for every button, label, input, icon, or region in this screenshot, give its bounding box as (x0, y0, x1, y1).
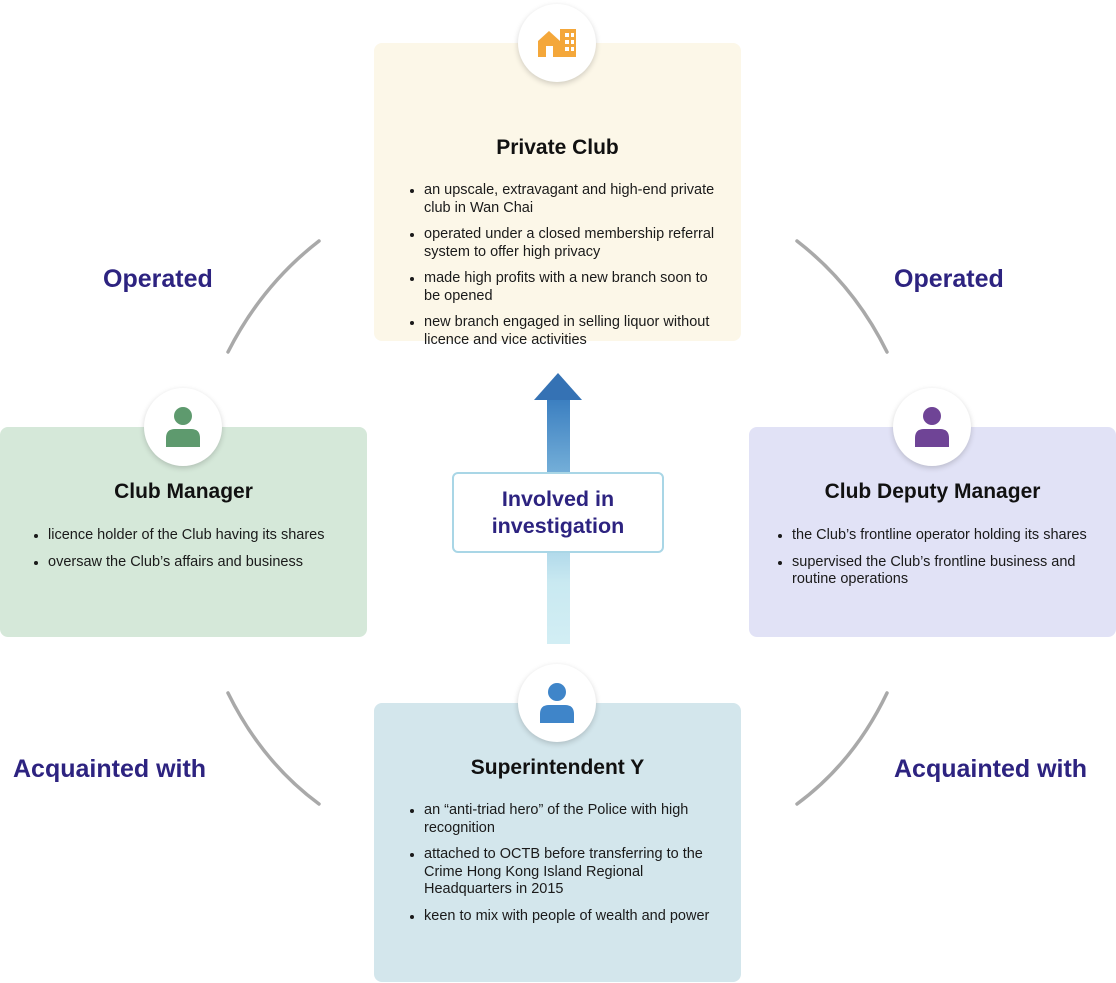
arrow-up-icon (534, 373, 582, 400)
person-icon (540, 683, 574, 723)
relation-label-acquainted-right: Acquainted with (894, 755, 1088, 783)
superintendent-y-badge (518, 664, 596, 742)
private-club-title: Private Club (496, 136, 619, 159)
private-club-point: made high profits with a new branch soon… (408, 270, 718, 305)
club-deputy-manager-point: supervised the Club’s frontline business… (776, 554, 1098, 589)
arc-top-left (226, 239, 321, 354)
club-deputy-manager-badge (893, 388, 971, 466)
superintendent-y-card: Superintendent Y an “anti-triad hero” of… (374, 703, 741, 982)
superintendent-y-point: an “anti-triad hero” of the Police with … (408, 802, 720, 837)
relation-label-operated-left: Operated (103, 265, 213, 293)
superintendent-y-point: keen to mix with people of wealth and po… (408, 908, 720, 926)
club-deputy-manager-point: the Club’s frontline operator holding it… (776, 527, 1098, 545)
club-manager-badge (144, 388, 222, 466)
superintendent-y-point: attached to OCTB before transferring to … (408, 846, 720, 899)
arc-top-right (795, 239, 889, 354)
relation-label-acquainted-left: Acquainted with (13, 755, 207, 783)
involved-in-investigation-label: Involved in investigation (491, 486, 625, 538)
private-club-card: Private Club an upscale, extravagant and… (374, 43, 741, 348)
involved-in-investigation-box: Involved in investigation (452, 472, 664, 553)
superintendent-y-points: an “anti-triad hero” of the Police with … (408, 802, 720, 934)
club-manager-card: Club Manager licence holder of the Club … (0, 427, 367, 637)
private-club-point: operated under a closed membership refer… (408, 226, 718, 261)
club-manager-point: oversaw the Club’s affairs and business (32, 554, 352, 572)
arc-bottom-right (795, 691, 889, 806)
person-icon (915, 407, 949, 447)
private-club-point: new branch engaged in selling liquor wit… (408, 314, 718, 349)
private-club-points: an upscale, extravagant and high-end pri… (408, 182, 718, 358)
club-manager-points: licence holder of the Club having its sh… (32, 527, 352, 580)
club-manager-point: licence holder of the Club having its sh… (32, 527, 352, 545)
private-club-point: an upscale, extravagant and high-end pri… (408, 182, 718, 217)
arc-bottom-left (226, 691, 321, 806)
building-icon-badge (518, 4, 596, 82)
relation-label-operated-right: Operated (894, 265, 1004, 293)
superintendent-y-title: Superintendent Y (470, 756, 645, 779)
club-deputy-manager-title: Club Deputy Manager (824, 480, 1041, 503)
club-manager-title: Club Manager (114, 480, 253, 503)
building-icon (538, 29, 576, 57)
person-icon (166, 407, 200, 447)
club-deputy-manager-points: the Club’s frontline operator holding it… (776, 527, 1098, 598)
